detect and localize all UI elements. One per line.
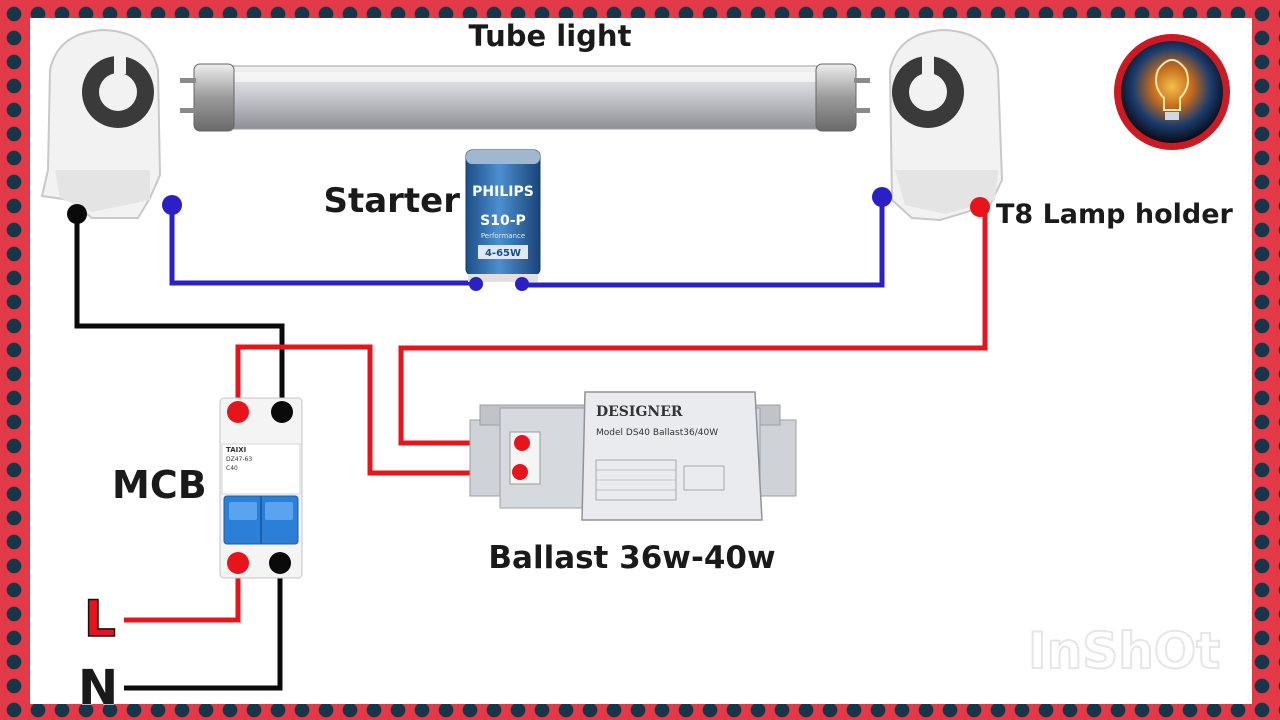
channel-logo	[1110, 30, 1234, 154]
label-neutral: N	[78, 660, 118, 716]
diagram-canvas	[30, 18, 1252, 704]
tube-left-cap	[193, 63, 235, 132]
label-ballast: Ballast 36w-40w	[488, 540, 775, 576]
ballast: DESIGNER Model DS40 Ballast36/40W	[469, 391, 797, 521]
mcb: TAIXI DZ47-63 C40	[219, 397, 303, 579]
wire-ballast-to-holder	[398, 207, 988, 446]
tube-light	[180, 63, 870, 132]
lamp-holder-left	[40, 28, 162, 219]
label-tube-light: Tube light	[469, 19, 632, 53]
tube-right-cap	[815, 63, 857, 132]
label-line: L	[84, 590, 116, 648]
starter-sub: Performance	[481, 232, 525, 240]
starter-terminal-left	[469, 277, 483, 291]
mcb-terminal-bottom-red	[227, 552, 249, 574]
wires	[74, 197, 988, 691]
ballast-model: Model DS40 Ballast36/40W	[596, 428, 718, 438]
ballast-terminal-bottom	[512, 464, 528, 480]
wire-mcb-to-ballast	[235, 344, 520, 476]
label-mcb: MCB	[112, 463, 207, 507]
ballast-terminal-top	[514, 435, 530, 451]
starter-brand: PHILIPS	[472, 184, 534, 200]
mcb-rating: C40	[226, 465, 238, 472]
terminal-right-red	[970, 197, 990, 217]
watermark: InShOt	[1028, 622, 1220, 680]
starter-terminal-right	[515, 277, 529, 291]
starter-rating: 4-65W	[485, 248, 521, 259]
label-starter: Starter	[323, 181, 460, 221]
mcb-terminal-bottom-black	[269, 552, 291, 574]
starter: PHILIPS S10-P Performance 4-65W	[465, 149, 541, 282]
starter-model: S10-P	[480, 213, 526, 229]
terminal-right-blue	[872, 187, 892, 207]
wire-line-supply	[124, 563, 241, 623]
mcb-brand: TAIXI	[226, 446, 246, 454]
terminal-left-black	[67, 204, 87, 224]
wire-neutral-supply	[124, 563, 283, 691]
wire-neutral-holder-to-mcb	[74, 214, 285, 412]
lamp-holder-right	[888, 28, 1004, 222]
label-lamp-holder: T8 Lamp holder	[996, 199, 1234, 230]
terminal-left-blue	[162, 195, 182, 215]
wire-right-holder-to-starter	[522, 197, 885, 288]
mcb-terminal-top-red	[227, 401, 249, 423]
wire-left-holder-to-starter	[169, 205, 476, 286]
mcb-model: DZ47-63	[226, 456, 252, 463]
mcb-terminal-top-black	[271, 401, 293, 423]
ballast-brand: DESIGNER	[596, 404, 683, 420]
